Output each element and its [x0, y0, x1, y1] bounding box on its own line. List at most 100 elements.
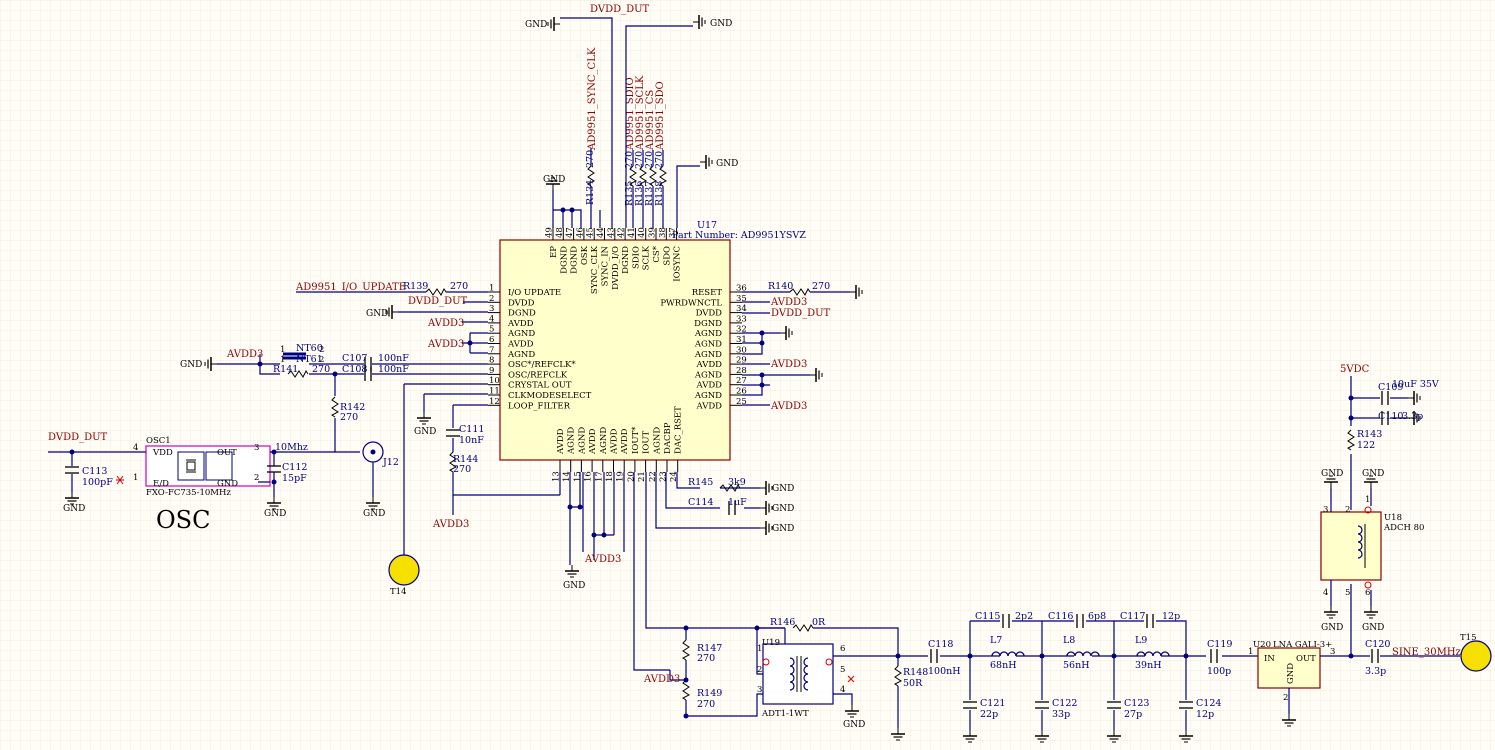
u17-pin-name: AVDD: [610, 428, 620, 455]
u17-pin-name: OSK: [580, 245, 590, 265]
u17-pin-name: AVDD: [507, 319, 534, 329]
net-sdo: AD9951_SDO: [655, 81, 666, 151]
u17-pin-name: AGND: [694, 370, 722, 380]
u17-pin-num: 33: [736, 314, 747, 324]
u17-pin-name: SYNC_CLK: [590, 245, 600, 294]
u19-pin3: 3: [757, 685, 762, 695]
u18-choke[interactable]: [1320, 506, 1382, 589]
u18-pin6: 6: [1365, 588, 1370, 598]
net-dvdd-left: DVDD_DUT: [408, 296, 468, 307]
u20-gnd: GND: [1286, 663, 1296, 684]
u17-pin-num: 35: [736, 294, 747, 304]
c109-val: 10uF 35V: [1392, 379, 1439, 390]
u19-pin4: 4: [840, 685, 845, 695]
r142-val: 270: [340, 412, 358, 423]
u17-pin-num: 36: [736, 284, 747, 294]
u17-pin-num: 9: [489, 366, 494, 376]
gnd-u18-a: GND: [1321, 469, 1343, 479]
r143-val: 122: [1357, 440, 1375, 451]
osc-pin4: 4: [133, 443, 138, 453]
gnd-bottom: GND: [563, 581, 585, 591]
u20-pin3: 3: [1330, 647, 1335, 657]
net-dvdd-r34: DVDD_DUT: [771, 308, 831, 319]
u17-pin-name: SYNC_IN: [601, 245, 611, 286]
u17-pin-name: SCLK: [642, 245, 652, 270]
u17-pin-name: CS*: [652, 245, 662, 262]
c121-ref: C121: [980, 698, 1005, 709]
c108-val: 100nF: [378, 364, 409, 375]
c115-val: 2p2: [1015, 611, 1033, 622]
u17-pin-name: IOUT*: [631, 426, 641, 454]
osc-pin1: 1: [133, 473, 138, 483]
u17-pin-num: 38: [658, 227, 668, 238]
u17-part: Part Number: AD9951YSVZ: [672, 230, 806, 241]
r139-ref: R139: [403, 281, 428, 292]
c122-val: 33p: [1052, 709, 1070, 720]
u17-pin-name: CRYSTAL OUT: [508, 381, 572, 391]
u19-pin5: 5: [840, 665, 845, 675]
c111-val: 10nF: [459, 435, 484, 446]
u17-pin-name: AGND: [694, 391, 722, 401]
net-dvdd-osc: DVDD_DUT: [48, 432, 108, 443]
u17-pin-name: AGND: [694, 340, 722, 350]
gnd-u18-c: GND: [1321, 623, 1343, 633]
c114-val: 1uF: [728, 497, 747, 508]
u17-pin-name: OSC*/REFCLK*: [508, 360, 576, 370]
osc-ed: E/D: [153, 479, 169, 489]
u20-lna[interactable]: [1257, 647, 1321, 689]
u17-pin-name: DVDD: [508, 298, 535, 308]
u17-pin-num: 18: [605, 471, 615, 482]
u17-pin-name: OSC/REFCLK: [508, 370, 568, 380]
gnd-left-3: GND: [366, 309, 388, 319]
net-avdd3-rf: AVDD3: [643, 674, 680, 685]
r143-ref: R143: [1357, 429, 1382, 440]
c113-val: 100pF: [82, 477, 113, 488]
u20-pin1: 1: [1248, 647, 1253, 657]
u17-pin-name: LOOP_FILTER: [508, 401, 571, 411]
net-avdd3-loop: AVDD3: [432, 519, 469, 530]
c120-ref: C120: [1365, 639, 1390, 650]
nt61-pin2: 2: [319, 355, 324, 365]
u17-pin-num: 14: [562, 471, 572, 482]
u19-transformer[interactable]: [762, 643, 834, 705]
junction-dots: [69, 207, 1354, 719]
net-avdd3-r25: AVDD3: [770, 401, 807, 412]
u17-pin-num: 6: [489, 335, 494, 345]
r147-ref: R147: [697, 643, 722, 654]
u17-pin-name: AGND: [694, 329, 722, 339]
u17-pin-num: 31: [736, 335, 747, 345]
t15-test-point[interactable]: [1460, 640, 1492, 672]
u19-pin2: 2: [757, 665, 762, 675]
osc-ref: OSC1: [146, 436, 171, 446]
c123-val: 27p: [1124, 709, 1142, 720]
r137-ref: R137: [644, 181, 655, 206]
r136-ref: R136: [634, 181, 645, 206]
net-avdd3-r29: AVDD3: [770, 359, 807, 370]
u17-pin-name: DACBP: [663, 422, 673, 454]
net-cs: AD9951_CS: [645, 90, 656, 151]
u17-pin-num: 2: [489, 294, 494, 304]
c114-ref: C114: [688, 497, 713, 508]
gnd-r145: GND: [772, 484, 794, 494]
u17-pin-num: 28: [736, 366, 747, 376]
u17-pin-name: AVDD: [696, 401, 723, 411]
osc1-oscillator[interactable]: [145, 445, 271, 487]
gnd-c113: GND: [63, 504, 85, 514]
gnd-u18-b: GND: [1362, 469, 1384, 479]
u17-pin-name: DVDD: [696, 309, 723, 319]
u18-part: ADCH 80: [1383, 523, 1424, 533]
u17-pin-num: 37: [668, 227, 678, 238]
u17-pin-num: 26: [736, 387, 747, 397]
osc-vdd: VDD: [152, 448, 173, 458]
nt60-pin2: 2: [319, 345, 324, 355]
u17-ic[interactable]: U17 Part Number: AD9951YSVZ: [499, 220, 806, 461]
net-avdd3-l6: AVDD3: [427, 339, 464, 350]
u17-pin-num: 23: [659, 471, 669, 482]
u17-pin-name: AVDD: [696, 360, 723, 370]
r140-ref: R140: [768, 281, 793, 292]
t14-test-point[interactable]: [388, 554, 420, 586]
r139-val: 270: [450, 281, 468, 292]
l7-ref: L7: [990, 635, 1002, 646]
u17-ref: U17: [697, 220, 717, 231]
u17-pin-num: 1: [489, 284, 494, 294]
